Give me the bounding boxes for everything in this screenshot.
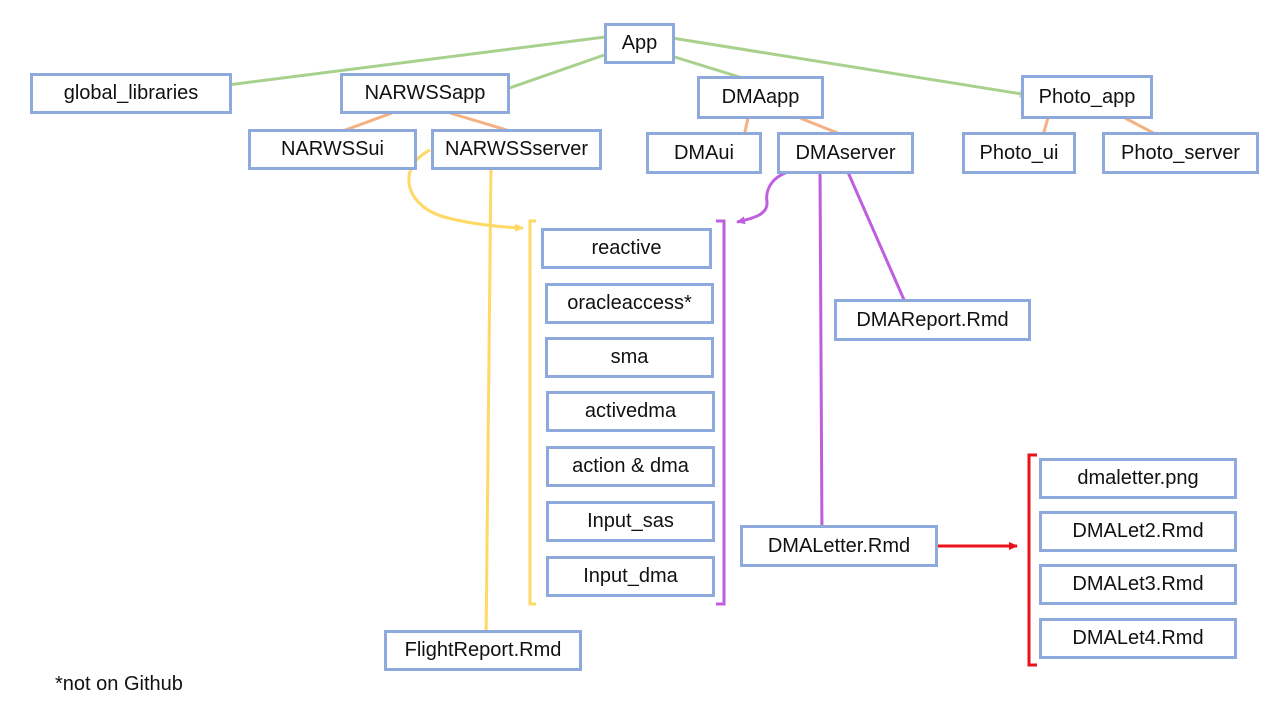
node-photo-server: Photo_server (1102, 132, 1259, 174)
node-photo-app: Photo_app (1021, 75, 1153, 119)
node-narwssserver: NARWSSserver (431, 129, 602, 170)
node-global-libraries: global_libraries (30, 73, 232, 114)
module-bracket-left (528, 219, 536, 606)
node-dmaletter-png: dmaletter.png (1039, 458, 1237, 499)
edge-app-photo-app (671, 36, 1029, 98)
edge-app-narwssapp (494, 51, 611, 95)
node-flightreport: FlightReport.Rmd (384, 630, 582, 671)
node-narwssapp: NARWSSapp (340, 73, 510, 114)
node-dmaserver: DMAserver (777, 132, 914, 174)
node-dmalet4: DMALet4.Rmd (1039, 618, 1237, 659)
node-input-sas: Input_sas (546, 501, 715, 542)
node-dmareport: DMAReport.Rmd (834, 299, 1031, 341)
edge-app-global-libraries (219, 35, 606, 89)
edge-narwssserver-flightreport (482, 162, 493, 646)
node-sma: sma (545, 337, 714, 378)
edge-dmaserver-dmareport (845, 169, 914, 319)
node-dmalet3: DMALet3.Rmd (1039, 564, 1237, 605)
node-dmaletter: DMALetter.Rmd (740, 525, 938, 567)
node-dmaui: DMAui (646, 132, 762, 174)
node-input-dma: Input_dma (546, 556, 715, 597)
node-app: App (604, 23, 675, 64)
node-narwssui: NARWSSui (248, 129, 417, 170)
edge-dmaserver-modules (736, 168, 801, 225)
node-activedma: activedma (546, 391, 715, 432)
node-photo-ui: Photo_ui (962, 132, 1076, 174)
files-bracket (1027, 453, 1037, 667)
module-bracket-right (716, 219, 726, 606)
node-reactive: reactive (541, 228, 712, 269)
node-oracleaccess: oracleaccess* (545, 283, 714, 324)
node-dmaapp: DMAapp (697, 76, 824, 119)
footnote: *not on Github (55, 673, 183, 695)
node-action-dma: action & dma (546, 446, 715, 487)
node-dmalet2: DMALet2.Rmd (1039, 511, 1237, 552)
edge-dmaserver-dmaletter (817, 165, 826, 543)
